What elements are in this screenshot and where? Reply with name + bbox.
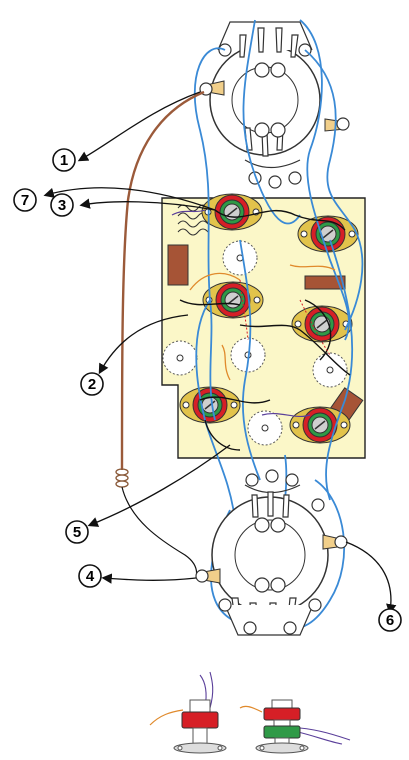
callout-markers: 1 2 3 4 5 6 7 bbox=[13, 148, 402, 632]
if-coil bbox=[297, 215, 359, 253]
top-ground-lug-right bbox=[324, 117, 350, 132]
callout-number: 7 bbox=[21, 192, 29, 209]
callout-7: 7 bbox=[13, 188, 37, 212]
callout-number: 1 bbox=[60, 152, 68, 169]
callout-number: 4 bbox=[86, 568, 95, 585]
callout-leaders bbox=[43, 91, 397, 615]
top-ground-lug-left bbox=[199, 80, 225, 96]
bottom-ground-lug-left bbox=[195, 568, 221, 584]
callout-6: 6 bbox=[378, 608, 402, 632]
bottom-ground-lug-right bbox=[322, 534, 348, 550]
wires-black bbox=[179, 209, 351, 451]
wires-red-dashed bbox=[239, 279, 331, 356]
spring-coil bbox=[115, 468, 129, 488]
wires-purple bbox=[171, 209, 311, 418]
resistor-right bbox=[304, 275, 346, 290]
if-coil bbox=[202, 281, 264, 319]
detail-double-coil bbox=[239, 699, 351, 754]
wires-orange bbox=[189, 264, 336, 381]
if-coil bbox=[201, 193, 263, 231]
top-tube-socket bbox=[209, 21, 321, 189]
callout-3: 3 bbox=[50, 193, 74, 217]
bottom-tube-socket bbox=[211, 469, 329, 636]
callout-number: 6 bbox=[386, 612, 394, 629]
callout-number: 5 bbox=[73, 524, 81, 541]
callout-number: 3 bbox=[58, 197, 66, 214]
callout-4: 4 bbox=[78, 564, 102, 588]
resistor-left bbox=[167, 244, 189, 286]
detail-single-coil bbox=[149, 671, 227, 754]
callout-number: 2 bbox=[88, 376, 96, 393]
callout-2: 2 bbox=[80, 372, 104, 396]
callout-1: 1 bbox=[52, 148, 76, 172]
callout-5: 5 bbox=[65, 520, 89, 544]
if-coil bbox=[289, 406, 351, 444]
brown-lead-wire bbox=[120, 90, 205, 471]
